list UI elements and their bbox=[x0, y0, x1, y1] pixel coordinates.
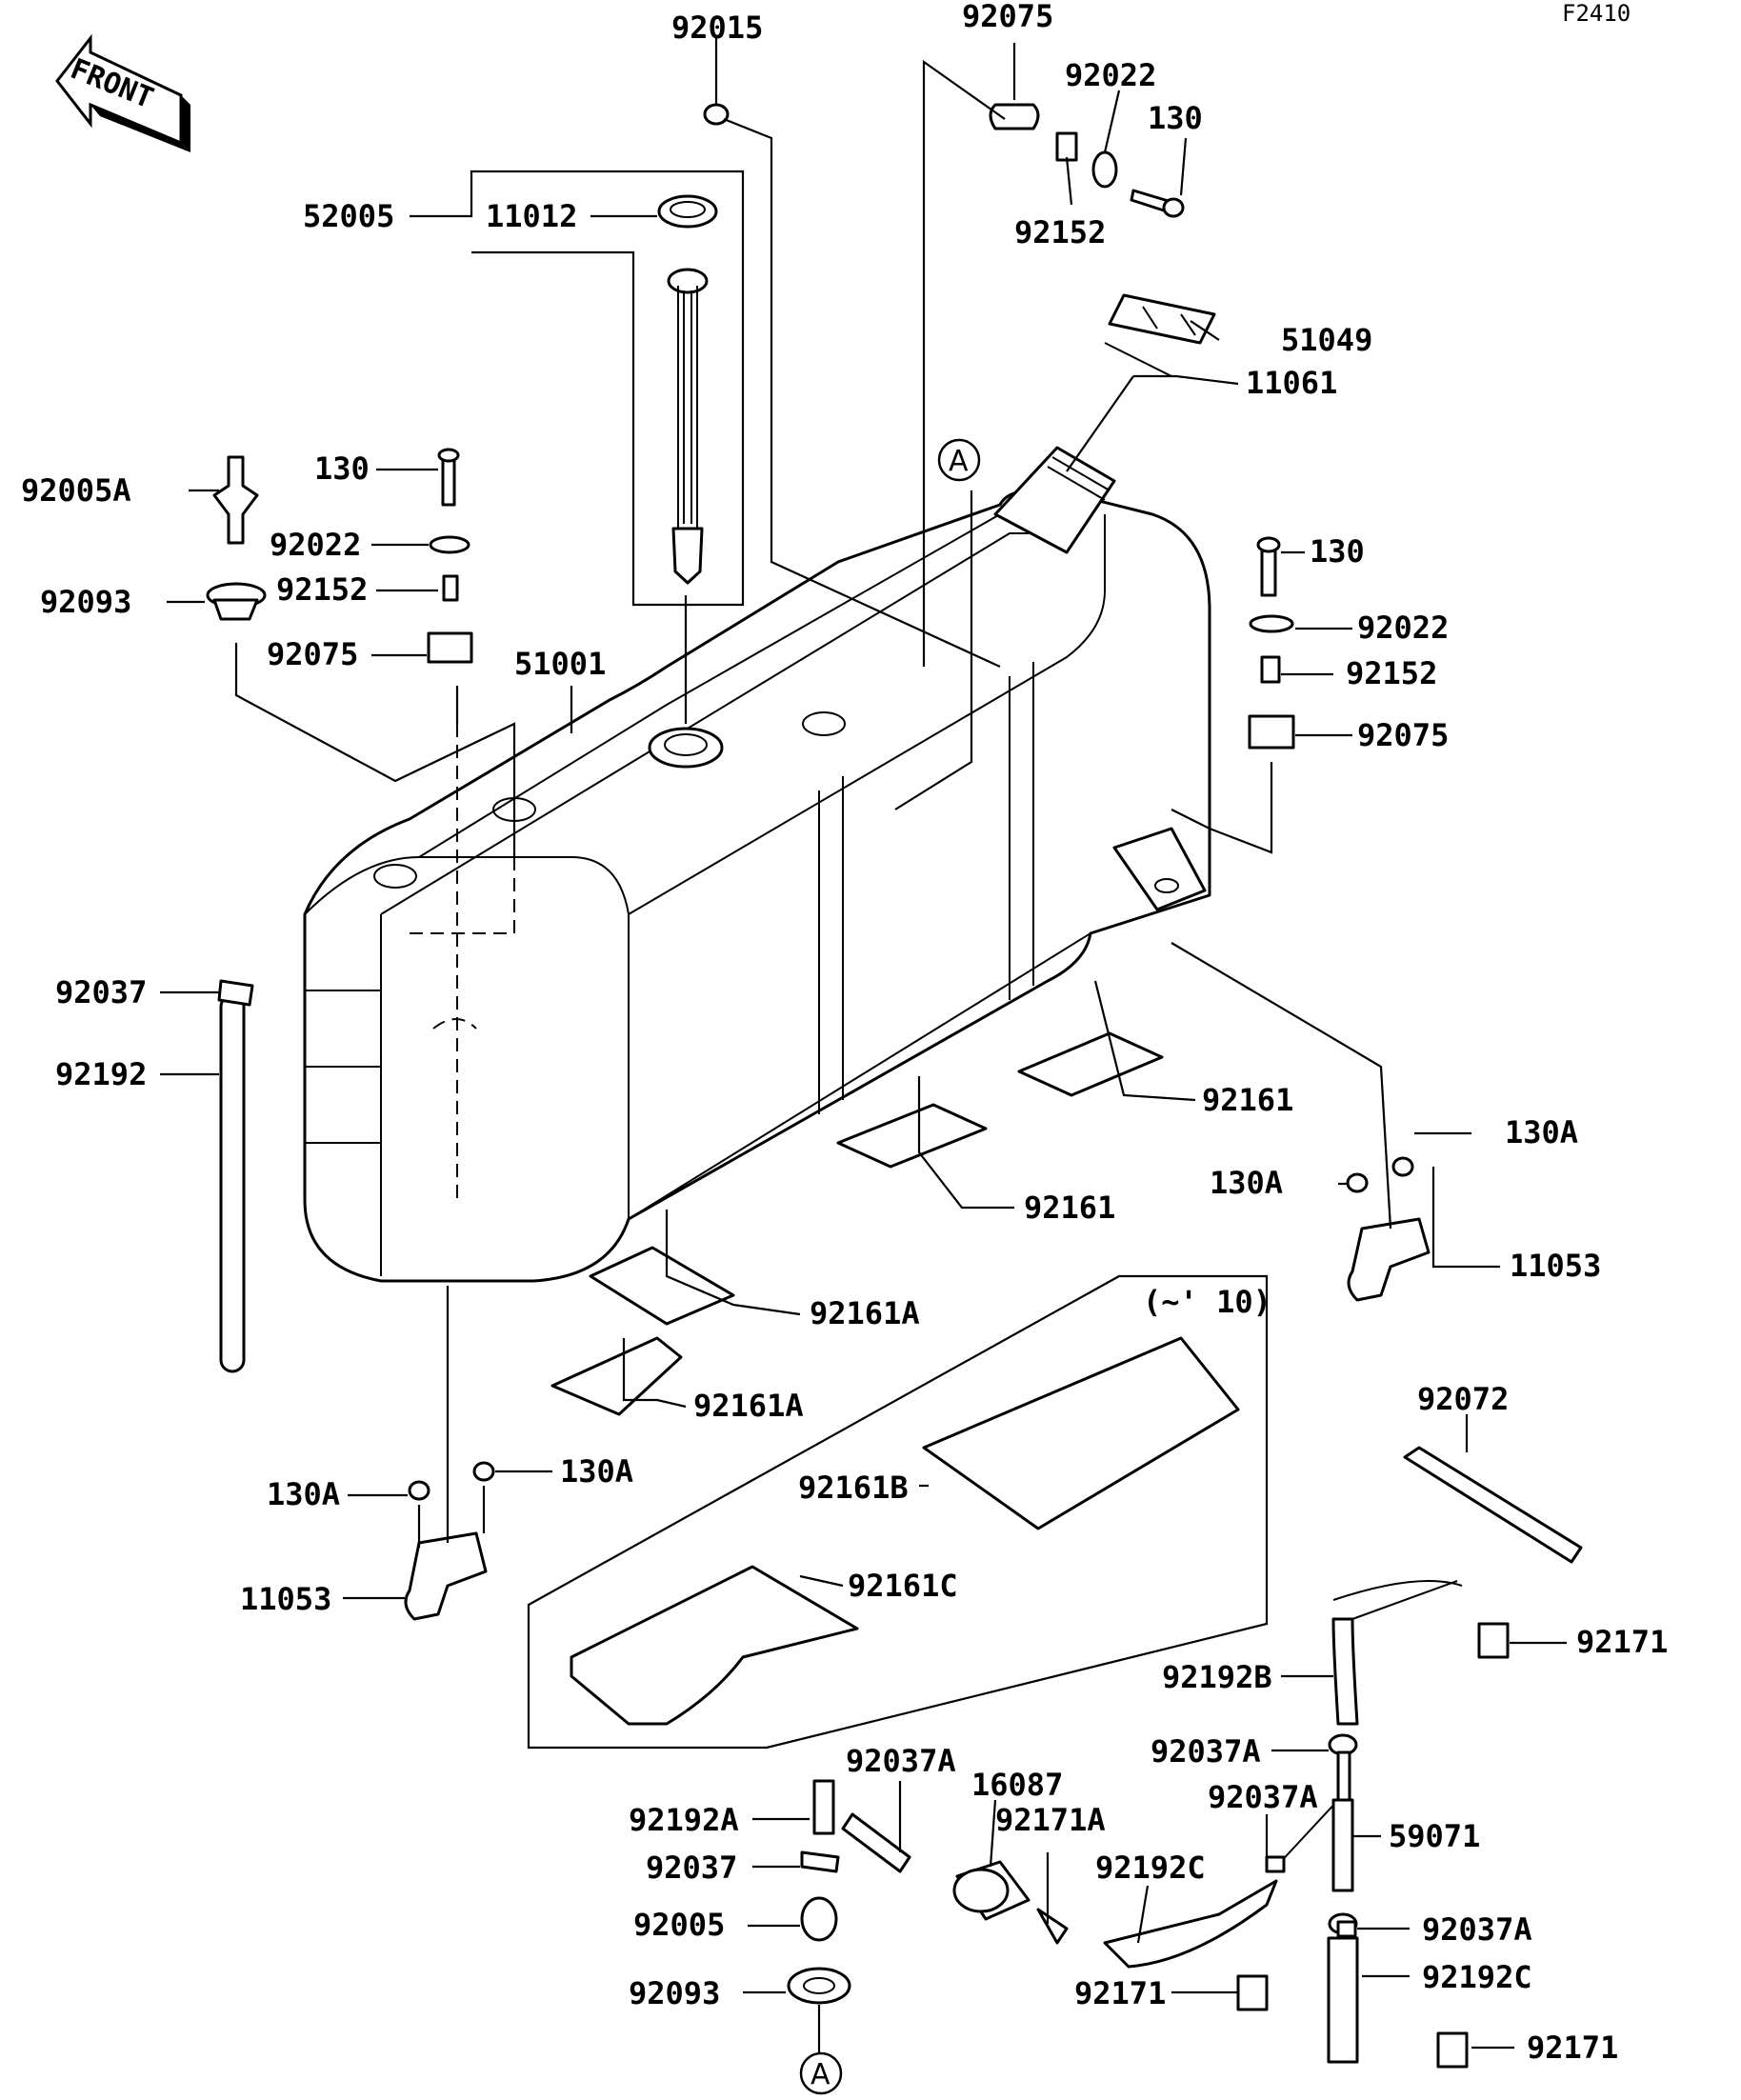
svg-text:A: A bbox=[949, 445, 969, 478]
label-11012: 11012 bbox=[486, 198, 577, 234]
left-mount-parts bbox=[206, 448, 473, 664]
label-130-top: 130 bbox=[1148, 100, 1203, 136]
filler-cap-drawing bbox=[1104, 293, 1216, 377]
ref-mark-bottom: A bbox=[799, 2051, 843, 2095]
label-92171-c: 92171 bbox=[1527, 2030, 1618, 2066]
section-note: (~' 10) bbox=[1143, 1284, 1271, 1320]
label-92072: 92072 bbox=[1417, 1381, 1509, 1417]
label-92171A: 92171A bbox=[995, 1802, 1106, 1838]
label-92093-bot: 92093 bbox=[629, 1975, 720, 2011]
label-59071: 59071 bbox=[1389, 1818, 1480, 1854]
label-11061: 11061 bbox=[1246, 365, 1337, 401]
label-92005: 92005 bbox=[633, 1907, 725, 1943]
front-arrow-icon: FRONT bbox=[55, 33, 190, 152]
clamp-92037-drawing bbox=[217, 979, 254, 1007]
label-92022-left: 92022 bbox=[270, 527, 361, 563]
label-92093-left: 92093 bbox=[40, 584, 131, 620]
label-92161A-b: 92161A bbox=[693, 1388, 804, 1424]
label-130A-r2: 130A bbox=[1210, 1165, 1283, 1201]
label-92037A-a: 92037A bbox=[846, 1743, 956, 1779]
brackets-drawing bbox=[404, 1156, 1431, 1621]
label-92171-b: 92171 bbox=[1074, 1975, 1166, 2011]
label-92037-bot: 92037 bbox=[646, 1850, 737, 1886]
label-52005: 52005 bbox=[303, 198, 394, 234]
fuel-tank-drawing bbox=[303, 446, 1211, 1283]
section-box bbox=[527, 1274, 1269, 1750]
label-92152-left: 92152 bbox=[276, 571, 368, 608]
label-92075-top: 92075 bbox=[962, 0, 1053, 34]
label-92171-a: 92171 bbox=[1576, 1624, 1668, 1660]
label-92161B: 92161B bbox=[798, 1470, 909, 1506]
label-11053-left: 11053 bbox=[240, 1581, 331, 1617]
label-92005A: 92005A bbox=[21, 472, 131, 509]
label-11053-right: 11053 bbox=[1510, 1248, 1601, 1284]
cable-tie-drawing bbox=[1403, 1446, 1583, 1564]
label-92037A-b: 92037A bbox=[1151, 1733, 1261, 1770]
label-51001: 51001 bbox=[514, 646, 606, 682]
label-92037A-c: 92037A bbox=[1208, 1779, 1318, 1815]
label-92161A-a: 92161A bbox=[810, 1295, 920, 1331]
label-92192C-b: 92192C bbox=[1422, 1959, 1532, 1995]
label-92192: 92192 bbox=[55, 1056, 147, 1092]
label-16087: 16087 bbox=[971, 1767, 1063, 1803]
label-92022-right: 92022 bbox=[1357, 610, 1449, 646]
label-92152-right: 92152 bbox=[1346, 655, 1437, 691]
pads-drawing bbox=[550, 1031, 1240, 1726]
label-92015: 92015 bbox=[671, 10, 763, 46]
label-92022-top: 92022 bbox=[1065, 57, 1156, 93]
label-92152-top: 92152 bbox=[1014, 214, 1106, 250]
label-92037-left: 92037 bbox=[55, 974, 147, 1010]
label-92161C: 92161C bbox=[848, 1568, 958, 1604]
ref-mark-top: A bbox=[937, 438, 981, 482]
label-130-left: 130 bbox=[314, 450, 370, 487]
label-130A-r1: 130A bbox=[1505, 1114, 1578, 1150]
label-92192C-a: 92192C bbox=[1095, 1850, 1206, 1886]
label-130-right: 130 bbox=[1310, 533, 1365, 570]
leader-lines bbox=[160, 38, 1567, 2052]
svg-text:A: A bbox=[810, 2058, 830, 2091]
label-92192B: 92192B bbox=[1162, 1659, 1272, 1695]
label-92075-right: 92075 bbox=[1357, 717, 1449, 753]
label-130A-l2: 130A bbox=[560, 1453, 633, 1490]
hose-92192-drawing bbox=[219, 993, 246, 1373]
part-labels: 92015 92075 92022 130 92152 52005 11012 … bbox=[21, 0, 1668, 2066]
fuel-gauge-drawing bbox=[657, 194, 718, 585]
right-mount-parts bbox=[1248, 536, 1295, 750]
diagram-code: F2410 bbox=[1562, 0, 1631, 27]
label-130A-l1: 130A bbox=[267, 1476, 340, 1512]
label-92075-left: 92075 bbox=[267, 636, 358, 672]
label-92161-b: 92161 bbox=[1024, 1190, 1115, 1226]
lower-hose-assembly-drawing bbox=[787, 1580, 1510, 2069]
top-mount-parts bbox=[703, 103, 1185, 218]
label-92161-a: 92161 bbox=[1202, 1082, 1293, 1118]
label-51049: 51049 bbox=[1281, 322, 1372, 358]
label-92037A-d: 92037A bbox=[1422, 1911, 1532, 1948]
label-92192A: 92192A bbox=[629, 1802, 739, 1838]
